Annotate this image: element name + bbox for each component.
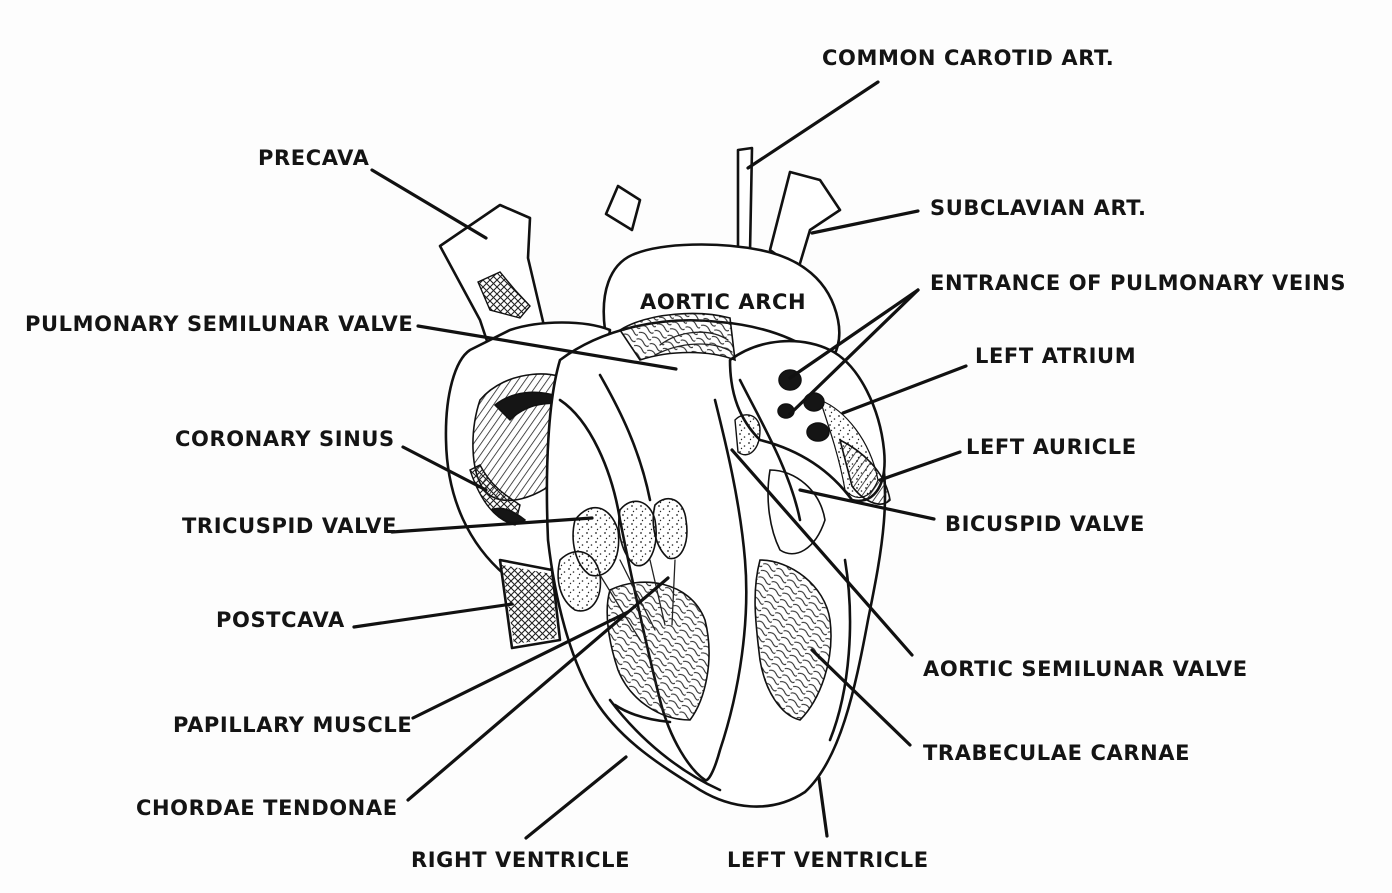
leader-trabeculae <box>810 648 912 747</box>
heart-outline <box>438 146 891 808</box>
leader-bicuspid <box>798 488 936 521</box>
carotid-right <box>736 146 754 254</box>
carotid-left <box>604 184 642 232</box>
leader-papillary <box>411 610 630 720</box>
label-bicuspid: BICUSPID VALVE <box>945 512 1145 536</box>
label-pulmonary-veins: ENTRANCE OF PULMONARY VEINS <box>930 271 1346 295</box>
leader-pulm-semilunar <box>416 324 678 371</box>
label-left-auricle: LEFT AURICLE <box>966 435 1137 459</box>
leader-left-ventricle <box>817 776 829 838</box>
leader-pulm-veins-2 <box>788 288 920 416</box>
label-aortic-semilunar: AORTIC SEMILUNAR VALVE <box>923 657 1248 681</box>
label-subclavian: SUBCLAVIAN ART. <box>930 196 1147 220</box>
leader-pulm-veins-1 <box>788 288 920 380</box>
label-common-carotid: COMMON CAROTID ART. <box>822 46 1114 70</box>
labels: COMMON CAROTID ART. SUBCLAVIAN ART. ENTR… <box>25 46 1346 872</box>
label-chordae: CHORDAE TENDONAE <box>136 796 398 820</box>
leader-carotid <box>746 80 880 170</box>
label-left-atrium: LEFT ATRIUM <box>975 344 1136 368</box>
leader-tricuspid <box>390 516 594 534</box>
leader-postcava <box>352 602 514 629</box>
label-right-ventricle: RIGHT VENTRICLE <box>411 848 630 872</box>
label-papillary: PAPILLARY MUSCLE <box>173 713 412 737</box>
label-postcava: POSTCAVA <box>216 608 345 632</box>
label-precava: PRECAVA <box>258 146 370 170</box>
leader-coronary-sinus <box>401 445 488 492</box>
label-pulmonary-semilunar: PULMONARY SEMILUNAR VALVE <box>25 312 413 336</box>
leader-left-auricle <box>878 450 962 482</box>
leader-aortic-semilunar <box>730 448 914 657</box>
label-aortic-arch: AORTIC ARCH <box>640 290 806 314</box>
leader-lines <box>352 80 968 840</box>
leader-right-ventricle <box>524 755 628 840</box>
leader-subclavian <box>810 209 920 235</box>
label-trabeculae: TRABECULAE CARNAE <box>923 741 1190 765</box>
label-coronary-sinus: CORONARY SINUS <box>175 427 395 451</box>
leader-precava <box>370 168 488 240</box>
left-auricle-shape <box>838 438 891 505</box>
leader-left-atrium <box>841 364 968 415</box>
label-tricuspid: TRICUSPID VALVE <box>182 514 397 538</box>
leader-chordae <box>406 576 670 802</box>
label-left-ventricle: LEFT VENTRICLE <box>727 848 929 872</box>
